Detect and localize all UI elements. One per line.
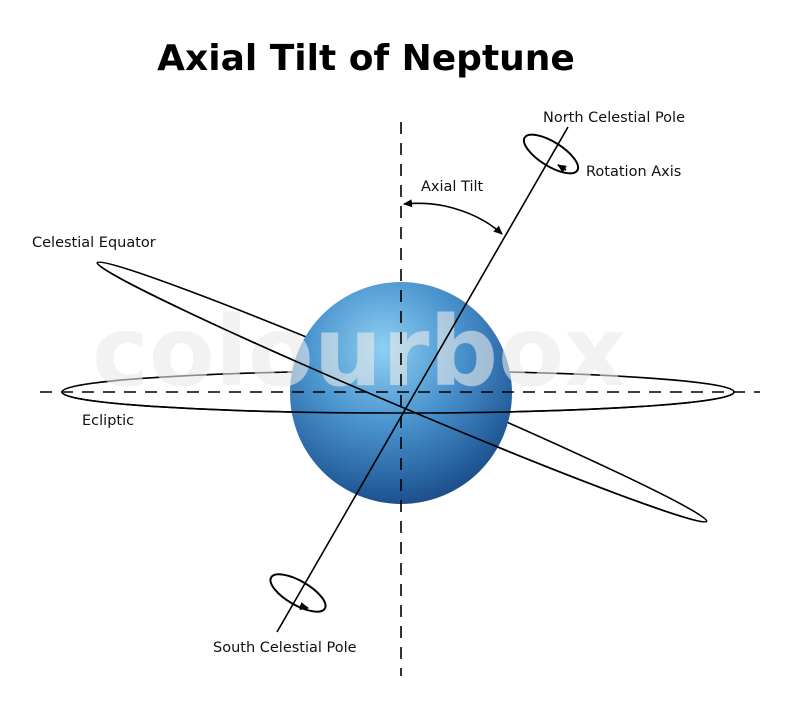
ecliptic-front-arc	[61, 391, 735, 414]
axial-tilt-arc	[444, 205, 503, 235]
south-celestial-pole-label: South Celestial Pole	[213, 640, 357, 656]
ecliptic-label: Ecliptic	[82, 413, 134, 429]
rotation-axis-label: Rotation Axis	[586, 164, 681, 180]
diagram-title: Axial Tilt of Neptune	[157, 38, 575, 79]
axial-tilt-arc-left	[403, 199, 446, 208]
axial-tilt-label: Axial Tilt	[421, 179, 484, 195]
equator-front-arc	[96, 262, 708, 523]
north-rotation-indicator	[522, 133, 580, 175]
rotation-axis-line	[276, 126, 569, 633]
south-rotation-indicator	[269, 573, 327, 613]
north-celestial-pole-label: North Celestial Pole	[543, 110, 685, 126]
neptune-planet	[290, 282, 512, 504]
celestial-equator-label: Celestial Equator	[32, 235, 156, 251]
